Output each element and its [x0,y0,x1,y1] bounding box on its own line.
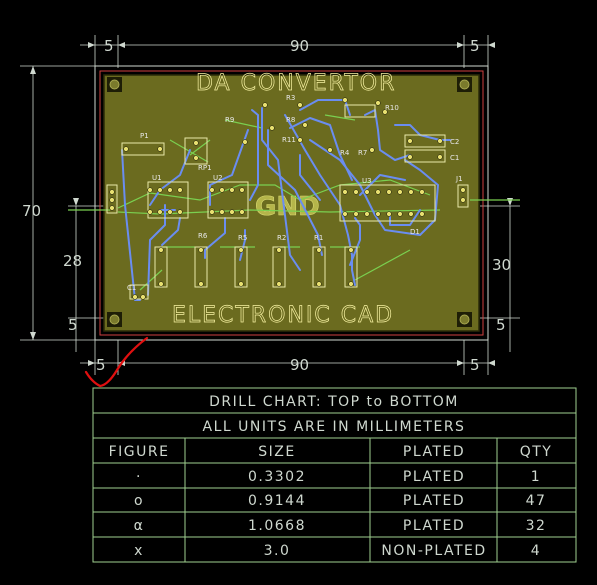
label-c1-left: C1 [127,284,136,292]
label-r11: R11 [282,136,296,144]
drill-chart-title: DRILL CHART: TOP to BOTTOM [209,394,459,410]
dim-bottom-width: 90 [290,356,309,374]
dim-left-bottom: 5 [68,316,78,334]
header-figure: FIGURE [109,444,170,460]
dim-top-left: 5 [104,37,114,55]
header-qty: QTY [520,444,553,460]
copper-pour [104,75,479,331]
label-u2: U2 [213,174,223,182]
component-outlines [106,104,469,300]
label-r10: R10 [385,104,399,112]
dim-left-mid: 28 [63,252,82,270]
row4-figure-icon: x [134,543,144,559]
header-size: SIZE [258,444,295,460]
row2-plated: PLATED [403,493,465,509]
row4-plated: NON-PLATED [381,543,486,559]
row2-qty: 47 [526,493,547,509]
row1-qty: 1 [531,469,541,485]
row3-size: 1.0668 [248,518,306,534]
label-rp1: RP1 [198,164,212,172]
mounting-holes [107,77,472,327]
row3-qty: 32 [526,518,547,534]
label-r5: R5 [238,234,247,242]
label-u1: U1 [152,174,162,182]
board-footer: ELECTRONIC CAD [172,303,394,328]
row1-size: 0.3302 [248,469,306,485]
red-check-mark-icon [84,336,149,388]
copper-pour-edge [103,74,480,332]
row1-plated: PLATED [403,469,465,485]
row3-figure-icon: α [134,518,145,534]
label-r9: R9 [225,116,234,124]
dim-top-width: 90 [290,37,309,55]
row1-figure-icon: · [136,469,142,485]
label-r4: R4 [340,149,350,157]
drill-chart: DRILL CHART: TOP to BOTTOM ALL UNITS ARE… [92,387,577,563]
label-c1-right: C1 [450,154,459,162]
row2-figure-icon: ο [134,493,144,509]
label-r8: R8 [286,116,295,124]
label-r1: R1 [314,234,323,242]
label-d1: D1 [410,228,420,236]
label-u3: U3 [362,177,372,185]
row3-plated: PLATED [403,518,465,534]
label-r6: R6 [198,232,208,240]
dim-top-right: 5 [470,37,480,55]
dim-bottom-right: 5 [470,356,480,374]
board-title: DA CONVERTOR [196,71,396,96]
row4-qty: 4 [531,543,541,559]
dim-right-bottom: 5 [496,316,506,334]
board-outline [94,65,489,341]
label-r7: R7 [358,149,367,157]
dim-right-mid: 30 [492,256,511,274]
label-p1: P1 [140,132,149,140]
label-c2: C2 [450,138,459,146]
pads [109,97,466,300]
row4-size: 3.0 [264,543,291,559]
row2-size: 0.9144 [248,493,306,509]
drill-chart-units: ALL UNITS ARE IN MILLIMETERS [203,419,466,435]
label-r2: R2 [277,234,286,242]
dim-left-height: 70 [22,202,41,220]
dim-bottom-left: 5 [96,356,106,374]
dimension-lines [20,35,520,375]
header-plated: PLATED [403,444,465,460]
label-j1: J1 [455,175,463,183]
component-labels: P1 RP1 R9 R3 R8 R10 R11 R4 R7 C2 C1 U1 U… [127,94,463,292]
keepout-outline [99,70,484,336]
label-r3: R3 [286,94,295,102]
